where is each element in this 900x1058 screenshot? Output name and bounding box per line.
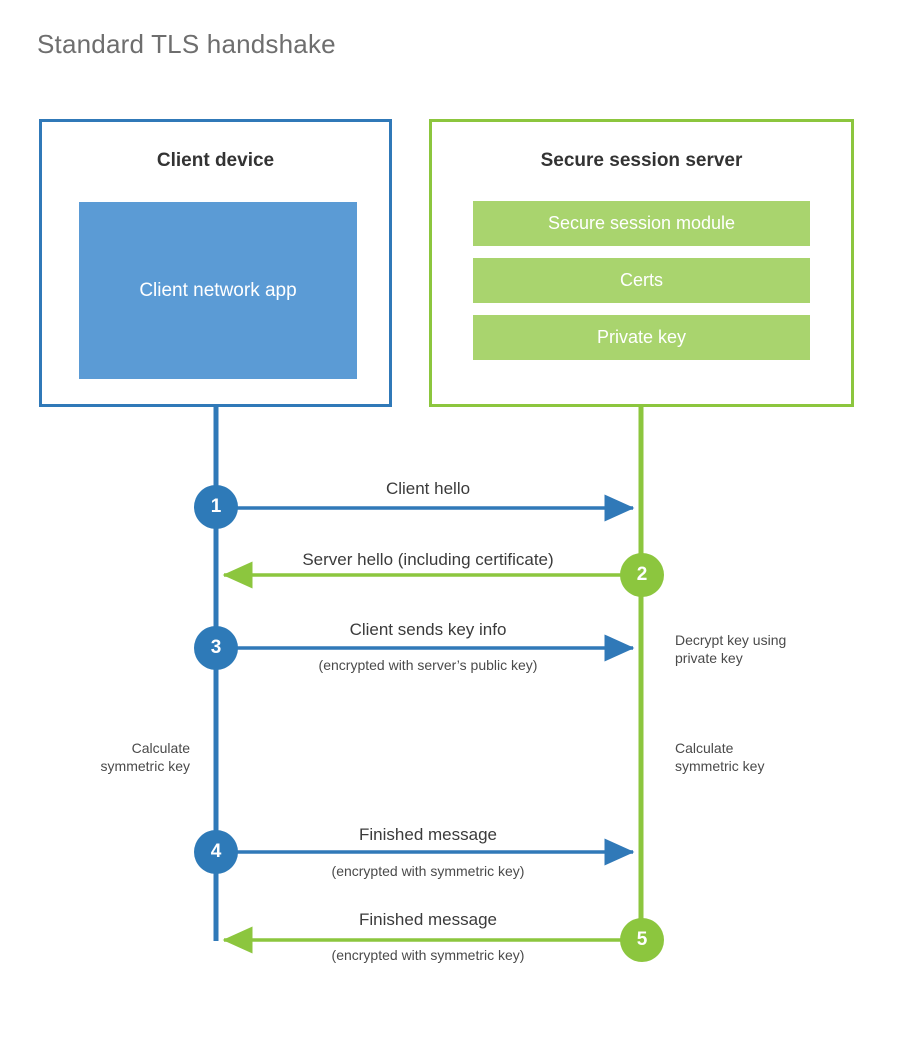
- step-badge-5[interactable]: 5: [620, 918, 664, 962]
- step-badge-1[interactable]: 1: [194, 485, 238, 529]
- message-label-step-5: Finished message: [359, 910, 497, 929]
- message-sublabel-step-5: (encrypted with symmetric key): [331, 947, 525, 963]
- secure-session-server-box: Secure session server Secure session mod…: [429, 119, 854, 407]
- step-badge-2[interactable]: 2: [620, 553, 664, 597]
- server-component-list: Secure session module Certs Private key: [473, 201, 810, 360]
- step-badge-4[interactable]: 4: [194, 830, 238, 874]
- annotation-server-calculate-symmetric-key: Calculate symmetric key: [675, 740, 765, 774]
- message-label-step-1: Client hello: [385, 479, 471, 498]
- client-device-title: Client device: [156, 150, 275, 171]
- step-badge-3[interactable]: 3: [194, 626, 238, 670]
- server-component-private-key: Private key: [473, 315, 810, 360]
- annotation-decrypt-key: Decrypt key using private key: [675, 632, 787, 666]
- message-sublabel-step-3: (encrypted with server’s public key): [318, 657, 538, 673]
- server-component-certs: Certs: [473, 258, 810, 303]
- message-label-step-3: Client sends key info: [349, 620, 507, 639]
- annotation-client-calculate-symmetric-key: Calculate symmetric key: [100, 740, 190, 774]
- message-sublabel-step-4: (encrypted with symmetric key): [331, 863, 525, 879]
- message-label-step-4: Finished message: [359, 825, 497, 844]
- message-label-step-2: Server hello (including certificate): [302, 550, 554, 569]
- page-title: Standard TLS handshake: [37, 29, 336, 59]
- server-component-secure-session-module: Secure session module: [473, 201, 810, 246]
- client-device-box: Client device Client network app: [39, 119, 392, 407]
- client-network-app-block: Client network app: [79, 202, 357, 379]
- secure-session-server-title: Secure session server: [540, 150, 743, 171]
